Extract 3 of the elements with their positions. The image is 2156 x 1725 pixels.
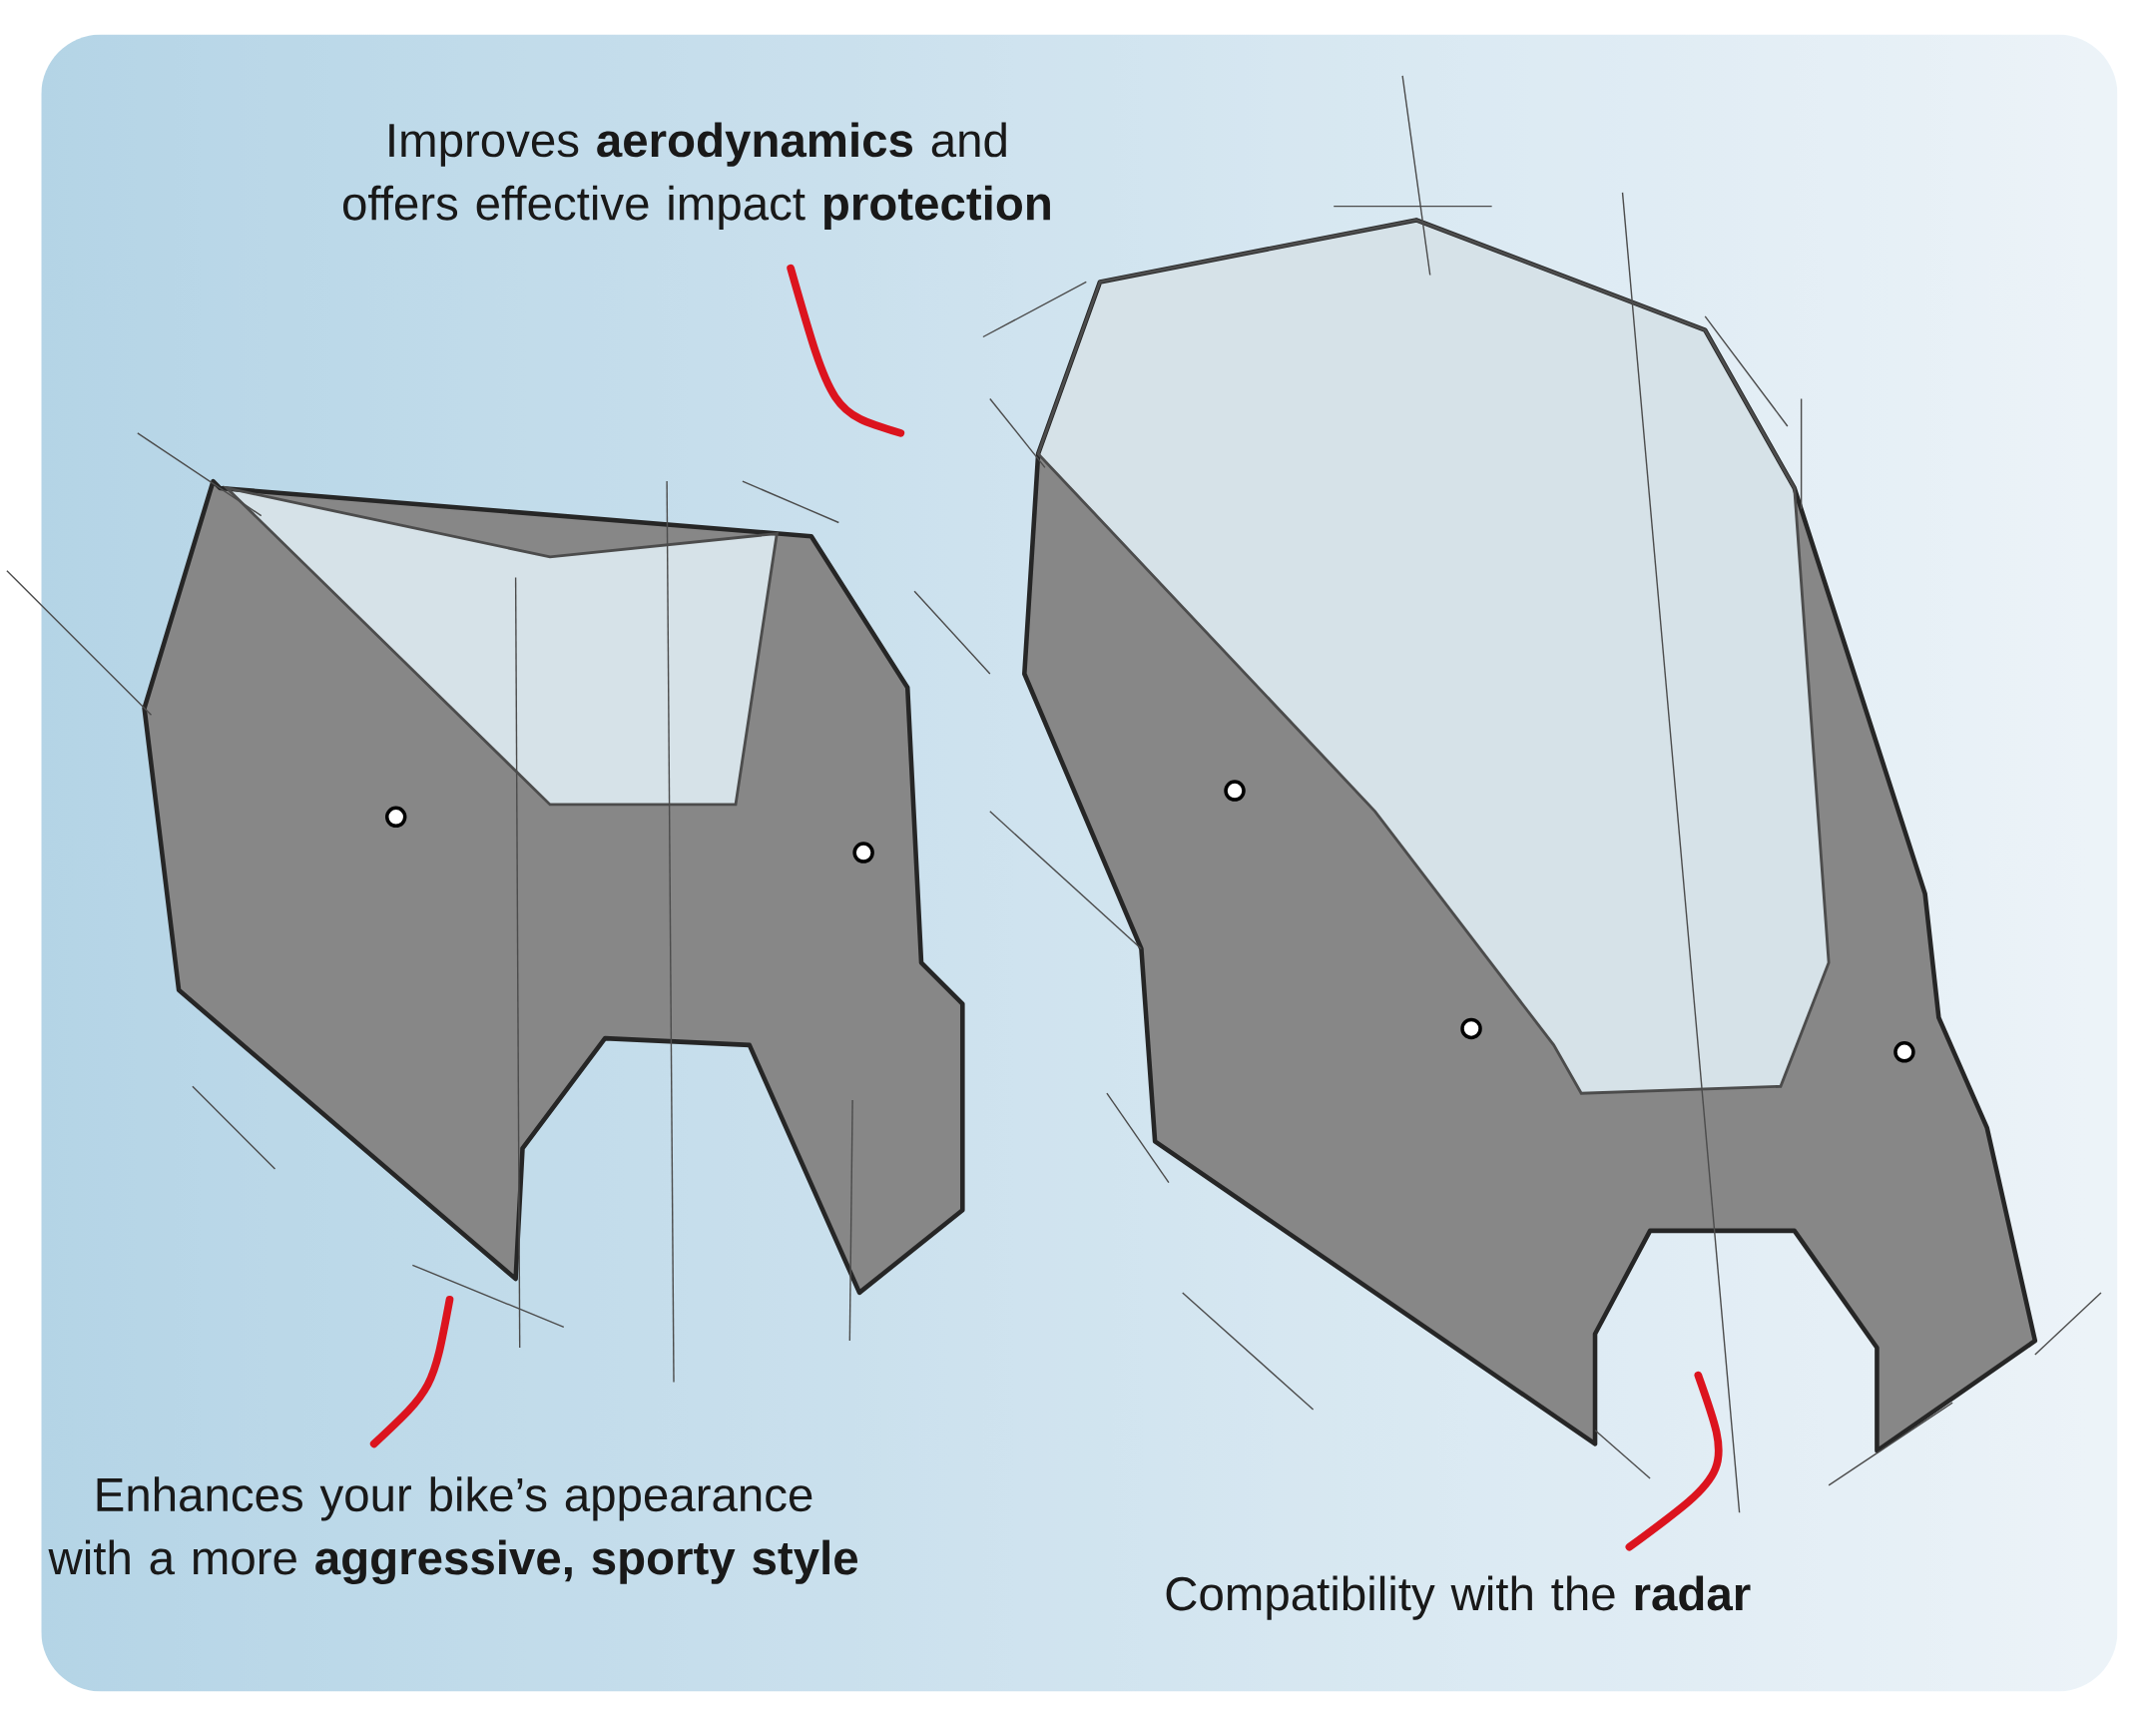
- callout-text: Improves aerodynamics and offers effective impact protection: [343, 122, 1050, 231]
- callout-text: Enhances your bike’s appearance with a more aggressive, sporty style: [48, 1476, 857, 1585]
- callout-text: Compatibility with the radar: [1166, 1575, 1751, 1620]
